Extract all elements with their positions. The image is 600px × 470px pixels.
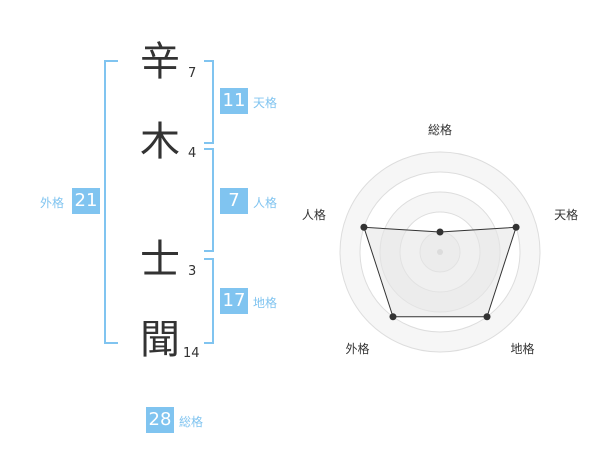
radar-point-1 [436, 228, 444, 236]
gaikaku-bracket [104, 60, 118, 344]
radar-point-2 [512, 223, 520, 231]
soukaku-value-badge: 28 [146, 407, 174, 433]
stroke-count-4: 14 [183, 346, 200, 361]
radar-axis-label-1: 総格 [428, 122, 452, 137]
jinkaku-value-badge: 7 [220, 188, 248, 214]
tenkaku-label: 天格 [253, 96, 278, 110]
soukaku-label: 総格 [179, 415, 204, 429]
jinkaku-bracket [204, 148, 214, 252]
name-char-3: 士 [140, 237, 180, 283]
chikaku-label: 地格 [253, 296, 278, 310]
stroke-count-2: 4 [188, 146, 197, 161]
radar-point-4 [389, 313, 397, 321]
radar-series-area [363, 226, 517, 318]
gaikaku-label: 外格 [40, 196, 65, 210]
radar-axis-label-2: 天格 [554, 207, 578, 222]
tenkaku-bracket [204, 60, 214, 144]
name-char-2: 木 [140, 119, 180, 165]
chikaku-bracket [204, 258, 214, 344]
gaikaku-value-badge: 21 [72, 188, 100, 214]
radar-axis-label-5: 人格 [302, 207, 326, 222]
jinkaku-label: 人格 [253, 196, 278, 210]
radar-point-3 [483, 313, 491, 321]
radar-axis-label-4: 外格 [345, 341, 369, 356]
stroke-count-3: 3 [188, 264, 197, 279]
stroke-count-1: 7 [188, 66, 197, 81]
radar-axis-label-3: 地格 [511, 341, 535, 356]
name-char-4: 聞 [140, 317, 180, 363]
tenkaku-value-badge: 11 [220, 88, 248, 114]
radar-point-5 [360, 223, 368, 231]
chikaku-value-badge: 17 [220, 288, 248, 314]
name-char-1: 辛 [140, 39, 180, 85]
